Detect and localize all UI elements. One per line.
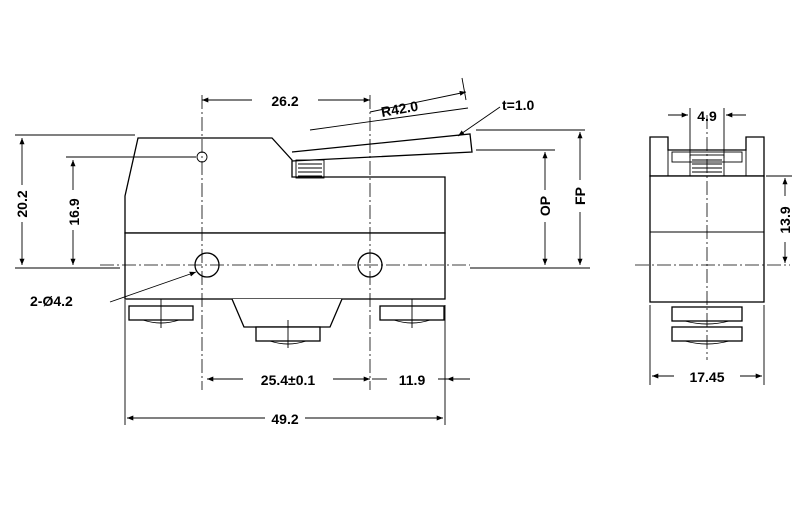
label-49-2: 49.2 bbox=[271, 411, 298, 427]
dim-hole-spacing: 25.4±0.1 bbox=[207, 372, 370, 388]
dim-fp: FP bbox=[555, 132, 590, 269]
label-holes: 2-Ø4.2 bbox=[30, 293, 73, 309]
label-26-2: 26.2 bbox=[271, 93, 298, 109]
actuator-housing bbox=[124, 137, 446, 234]
dim-side-top-width: 4.9 bbox=[668, 108, 746, 158]
front-view bbox=[100, 95, 473, 390]
terminal-middle bbox=[255, 320, 321, 348]
switch-body bbox=[124, 232, 446, 300]
dim-side-width: 17.45 bbox=[649, 305, 765, 385]
body-bottom-notch bbox=[231, 298, 343, 328]
dim-holes: 2-Ø4.2 bbox=[30, 271, 197, 309]
label-4-9: 4.9 bbox=[697, 108, 717, 124]
lever-arm bbox=[291, 133, 473, 162]
label-t1: t=1.0 bbox=[502, 97, 535, 113]
lever-extension-line bbox=[309, 107, 469, 131]
lever-spring bbox=[295, 159, 325, 179]
dim-total-height: 20.2 bbox=[14, 134, 135, 269]
label-17-45: 17.45 bbox=[689, 369, 724, 385]
dim-side-height: 13.9 bbox=[766, 175, 793, 263]
dim-body-length: 49.2 bbox=[124, 300, 443, 427]
dim-radius: R42.0 bbox=[369, 77, 467, 120]
dim-terminal-offset: 11.9 bbox=[372, 305, 470, 425]
dim-lever-pivot-offset: 26.2 bbox=[202, 93, 370, 109]
label-r42: R42.0 bbox=[380, 98, 420, 120]
label-16-9: 16.9 bbox=[66, 198, 82, 225]
label-20-2: 20.2 bbox=[14, 190, 30, 217]
label-fp: FP bbox=[572, 187, 588, 205]
dim-hole-height: 16.9 bbox=[66, 156, 196, 265]
label-op: OP bbox=[537, 196, 553, 216]
side-view bbox=[635, 115, 790, 360]
terminal-right bbox=[379, 299, 445, 328]
label-11-9: 11.9 bbox=[399, 372, 426, 388]
terminal-left bbox=[128, 299, 194, 328]
dim-thickness: t=1.0 bbox=[457, 97, 585, 151]
dim-op: OP bbox=[470, 152, 555, 269]
label-25-4: 25.4±0.1 bbox=[261, 372, 316, 388]
label-13-9: 13.9 bbox=[777, 206, 793, 233]
